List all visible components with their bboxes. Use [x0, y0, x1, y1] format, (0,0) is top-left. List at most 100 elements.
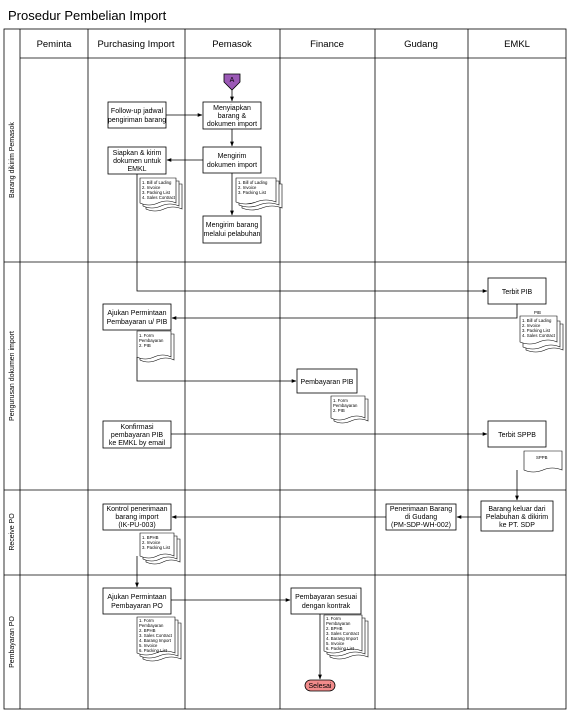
svg-text:Pembayaran PIB: Pembayaran PIB — [301, 379, 354, 386]
svg-text:melalui pelabuhan: melalui pelabuhan — [204, 231, 261, 238]
svg-text:4. Sales Contract: 4. Sales Contract — [142, 195, 176, 200]
svg-text:Siapkan & kirim: Siapkan & kirim — [113, 150, 162, 157]
svg-text:Pelabuhan & dikirim: Pelabuhan & dikirim — [486, 514, 548, 521]
step-mengirim-barang: Mengirim barang melalui pelabuhan — [202, 215, 262, 244]
document-form-pib: 1. Form Pembayaran 2. PIB — [136, 330, 175, 363]
document-stack-purchasing: 1. Bill of Lading 2. Invoice 3. Packing … — [139, 177, 183, 212]
lane-header-finance: Finance — [310, 39, 344, 50]
svg-text:ke PT. SDP: ke PT. SDP — [499, 522, 535, 529]
document-stack-emkl: PIB 1. Bill of Lading 2. Invoice 3. Pack… — [519, 310, 564, 353]
svg-text:dokumen import: dokumen import — [207, 162, 257, 169]
arrow-siapkan-to-terbit-pib — [136, 174, 488, 293]
arrow-terbit-pib-to-ajukan — [171, 304, 518, 320]
svg-text:(IK-PU-003): (IK-PU-003) — [118, 522, 155, 529]
svg-text:4. Sales Contract: 4. Sales Contract — [522, 333, 556, 338]
svg-text:Follow-up jadwal: Follow-up jadwal — [111, 108, 164, 115]
svg-text:Pembayaran u/ PIB: Pembayaran u/ PIB — [107, 319, 168, 326]
svg-text:SPPB: SPPB — [536, 455, 548, 460]
svg-text:3. Packing List: 3. Packing List — [142, 190, 171, 195]
svg-text:barang &: barang & — [218, 113, 247, 120]
phase-label-receive-po: Receive PO — [9, 513, 16, 551]
svg-text:3. Packing List: 3. Packing List — [238, 190, 267, 195]
svg-text:A: A — [230, 77, 235, 84]
svg-text:Menyiapkan: Menyiapkan — [213, 105, 251, 112]
document-form-finance-pib: 1. Form Pembayaran 2. PIB — [330, 395, 369, 424]
svg-text:6. Packing List: 6. Packing List — [139, 648, 168, 653]
svg-text:di Gudang: di Gudang — [405, 514, 437, 521]
step-kontrol-penerimaan: Kontrol penerimaan barang import (IK-PU-… — [102, 503, 172, 531]
svg-text:dokumen import: dokumen import — [207, 121, 257, 128]
step-terbit-sppb: Terbit SPPB — [487, 420, 547, 448]
svg-text:1. Form: 1. Form — [139, 333, 154, 338]
step-ajukan-permintaan-po: Ajukan Permintaan Pembayaran PO — [102, 587, 172, 615]
document-stack-po-form: 1. Form Pembayaran 2. BPHB 3. Sales Cont… — [136, 616, 182, 662]
svg-text:2. Invoice: 2. Invoice — [238, 185, 257, 190]
svg-text:(PM-SDP-WH-002): (PM-SDP-WH-002) — [391, 522, 451, 529]
svg-text:Ajukan Permintaan: Ajukan Permintaan — [107, 594, 166, 601]
svg-text:Mengirim barang: Mengirim barang — [206, 222, 259, 229]
svg-text:Pembayaran: Pembayaran — [139, 338, 164, 343]
svg-text:2. PIB: 2. PIB — [333, 408, 345, 413]
lane-header-pemasok: Pemasok — [212, 39, 252, 50]
svg-text:ke EMKL by email: ke EMKL by email — [109, 440, 166, 447]
svg-text:5. Invoice: 5. Invoice — [326, 641, 345, 646]
svg-text:Penerimaan Barang: Penerimaan Barang — [390, 506, 452, 513]
phase-label-pengurusan-dokumen: Pengurusan dokumen import — [9, 331, 16, 421]
svg-text:Pembayaran: Pembayaran — [333, 403, 358, 408]
svg-text:1. Form: 1. Form — [333, 398, 348, 403]
svg-text:pengiriman barang: pengiriman barang — [108, 117, 166, 124]
svg-text:EMKL: EMKL — [127, 166, 146, 173]
lane-header-gudang: Gudang — [404, 39, 438, 50]
lane-header-emkl: EMKL — [504, 39, 530, 50]
svg-text:Terbit SPPB: Terbit SPPB — [498, 432, 536, 439]
arrow-ajukan-to-pembayaran-pib — [136, 357, 297, 383]
svg-text:Pembayaran: Pembayaran — [139, 623, 164, 628]
svg-text:2. PIB: 2. PIB — [139, 343, 151, 348]
step-siapkan-kirim-dokumen: Siapkan & kirim dokumen untuk EMKL — [107, 146, 167, 175]
svg-text:3. Packing List: 3. Packing List — [522, 328, 551, 333]
svg-text:Selesai: Selesai — [309, 683, 332, 690]
svg-text:4. Barang Import: 4. Barang Import — [139, 638, 172, 643]
svg-text:dokumen untuk: dokumen untuk — [113, 158, 161, 165]
step-mengirim-dokumen: Mengirim dokumen import — [202, 146, 262, 174]
svg-text:Barang keluar dari: Barang keluar dari — [488, 506, 546, 513]
svg-text:1. Form: 1. Form — [326, 616, 341, 621]
svg-text:Pembayaran PO: Pembayaran PO — [111, 603, 163, 610]
svg-text:Pembayaran: Pembayaran — [326, 621, 351, 626]
svg-text:2. Invoice: 2. Invoice — [522, 323, 541, 328]
svg-text:1. Bill of Lading: 1. Bill of Lading — [142, 180, 172, 185]
step-konfirmasi-pembayaran: Konfirmasi pembayaran PIB ke EMKL by ema… — [102, 420, 172, 449]
offpage-connector-a: A — [223, 73, 241, 91]
lane-header-peminta: Peminta — [37, 39, 73, 50]
svg-text:dengan kontrak: dengan kontrak — [302, 603, 351, 610]
step-pembayaran-pib: Pembayaran PIB — [296, 368, 358, 394]
svg-text:barang import: barang import — [115, 514, 158, 521]
document-stack-pemasok: 1. Bill of Lading 2. Invoice 3. Packing … — [235, 177, 283, 211]
step-follow-up-jadwal: Follow-up jadwal pengiriman barang — [107, 101, 167, 129]
lane-header-purchasing-import: Purchasing Import — [97, 39, 174, 50]
svg-text:Konfirmasi: Konfirmasi — [120, 424, 154, 431]
svg-text:4. Barang Import: 4. Barang Import — [326, 636, 359, 641]
step-terbit-pib: Terbit PIB — [487, 277, 547, 305]
svg-text:1. Form: 1. Form — [139, 618, 154, 623]
svg-text:2. BPHB: 2. BPHB — [139, 628, 156, 633]
step-ajukan-permintaan-pib: Ajukan Permintaan Pembayaran u/ PIB — [102, 303, 172, 331]
phase-label-barang-dikirim: Barang dikirim Pemasok — [9, 122, 16, 198]
svg-text:Pembayaran sesuai: Pembayaran sesuai — [295, 594, 357, 601]
svg-text:Ajukan Permintaan: Ajukan Permintaan — [107, 310, 166, 317]
step-menyiapkan-barang: Menyiapkan barang & dokumen import — [202, 101, 262, 130]
terminator-selesai: Selesai — [304, 679, 336, 692]
svg-text:3. Sales Contract: 3. Sales Contract — [326, 631, 360, 636]
svg-text:1. BPHB: 1. BPHB — [142, 535, 159, 540]
svg-text:3. Sales Contract: 3. Sales Contract — [139, 633, 173, 638]
phase-label-pembayaran-po: Pembayaran PO — [9, 616, 16, 668]
svg-text:2. Invoice: 2. Invoice — [142, 540, 161, 545]
step-pembayaran-kontrak: Pembayaran sesuai dengan kontrak — [290, 587, 362, 615]
svg-text:5. Invoice: 5. Invoice — [139, 643, 158, 648]
svg-text:2. BPHB: 2. BPHB — [326, 626, 343, 631]
step-barang-keluar: Barang keluar dari Pelabuhan & dikirim k… — [480, 500, 554, 532]
svg-text:2. Invoice: 2. Invoice — [142, 185, 161, 190]
svg-text:3. Packing List: 3. Packing List — [142, 545, 171, 550]
step-penerimaan-barang: Penerimaan Barang di Gudang (PM-SDP-WH-0… — [385, 503, 457, 531]
